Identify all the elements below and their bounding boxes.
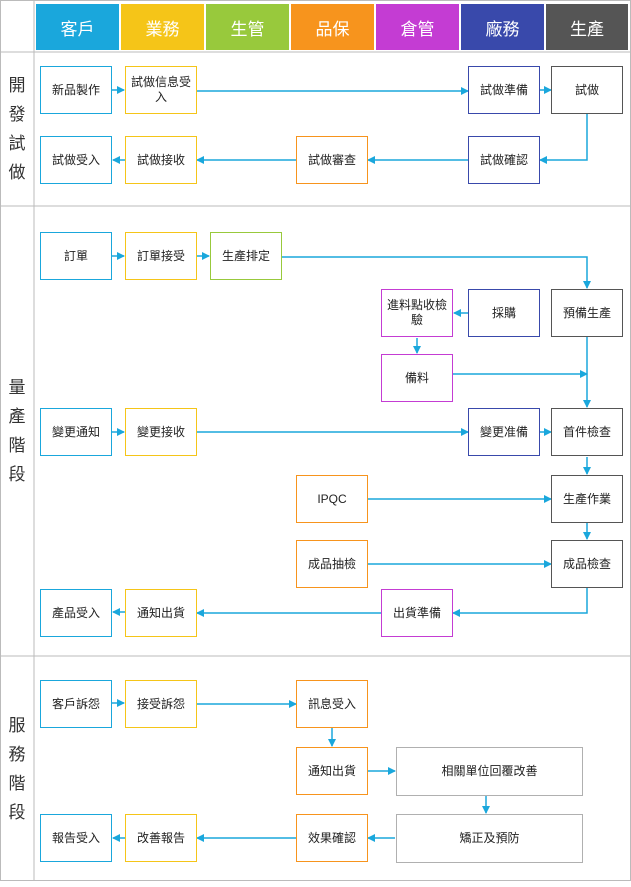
phase-char: 階	[8, 773, 26, 793]
node-trial-prep[interactable]: 試做準備	[468, 66, 540, 114]
node-info-received[interactable]: 訊息受入	[296, 680, 368, 728]
node-production-operation[interactable]: 生產作業	[551, 475, 623, 523]
phase-char: 量	[8, 378, 26, 397]
node-purchasing[interactable]: 採購	[468, 289, 540, 337]
node-material-prep[interactable]: 備料	[381, 354, 453, 402]
column-header-customer: 客戶	[36, 4, 119, 50]
phase-char: 段	[8, 465, 26, 484]
node-accept-complaint[interactable]: 接受訴怨	[125, 680, 197, 728]
node-change-receive[interactable]: 變更接收	[125, 408, 197, 456]
phase-char: 務	[8, 744, 26, 764]
node-prepare-production[interactable]: 預備生產	[551, 289, 623, 337]
node-first-article-inspection[interactable]: 首件檢查	[551, 408, 623, 456]
node-trial-info-received[interactable]: 試做信息受入	[125, 66, 197, 114]
column-header-quality: 品保	[291, 4, 374, 50]
phase-char: 試	[8, 134, 26, 153]
column-header-warehouse: 倉管	[376, 4, 459, 50]
node-department-reply[interactable]: 相關單位回覆改善	[396, 747, 583, 796]
node-notify-shipment[interactable]: 通知出貨	[296, 747, 368, 795]
phase-char: 發	[8, 105, 26, 124]
node-order-accept[interactable]: 訂單接受	[125, 232, 197, 280]
phase-char: 做	[8, 163, 26, 182]
connector	[539, 114, 588, 164]
node-sampling-inspection[interactable]: 成品抽檢	[296, 540, 368, 588]
phase-label-development: 開 發 試 做	[0, 52, 34, 206]
node-incoming-inspection[interactable]: 進料點收檢驗	[381, 289, 453, 337]
connector	[452, 588, 588, 617]
phase-char: 階	[8, 436, 26, 455]
node-corrective-preventive[interactable]: 矯正及預防	[396, 814, 583, 863]
node-new-product[interactable]: 新品製作	[40, 66, 112, 114]
node-trial-run[interactable]: 試做	[551, 66, 623, 114]
column-header-factory: 廠務	[461, 4, 544, 50]
node-trial-received-customer[interactable]: 試做受入	[40, 136, 112, 184]
node-effect-confirm[interactable]: 效果確認	[296, 814, 368, 862]
node-improvement-report[interactable]: 改善報告	[125, 814, 197, 862]
node-customer-complaint[interactable]: 客戶訴怨	[40, 680, 112, 728]
node-change-notice[interactable]: 變更通知	[40, 408, 112, 456]
connector	[282, 256, 591, 289]
phase-char: 開	[8, 76, 26, 95]
node-shipment-notice[interactable]: 通知出貨	[125, 589, 197, 637]
node-final-inspection[interactable]: 成品檢查	[551, 540, 623, 588]
phase-char: 服	[8, 715, 26, 735]
node-trial-review[interactable]: 試做審查	[296, 136, 368, 184]
phase-label-service: 服 務 階 段	[0, 656, 34, 881]
phase-label-mass-production: 量 產 階 段	[0, 206, 34, 656]
column-header-production: 生產	[546, 4, 628, 50]
node-report-received[interactable]: 報告受入	[40, 814, 112, 862]
node-order[interactable]: 訂單	[40, 232, 112, 280]
node-schedule[interactable]: 生產排定	[210, 232, 282, 280]
node-trial-accept[interactable]: 試做接收	[125, 136, 197, 184]
node-ipqc[interactable]: IPQC	[296, 475, 368, 523]
phase-char: 段	[8, 802, 26, 822]
node-product-received[interactable]: 產品受入	[40, 589, 112, 637]
column-header-production-control: 生管	[206, 4, 289, 50]
column-header-sales: 業務	[121, 4, 204, 50]
node-shipment-prep[interactable]: 出貨準備	[381, 589, 453, 637]
phase-char: 產	[8, 407, 26, 426]
node-change-prep[interactable]: 變更准備	[468, 408, 540, 456]
node-trial-confirm[interactable]: 試做確認	[468, 136, 540, 184]
